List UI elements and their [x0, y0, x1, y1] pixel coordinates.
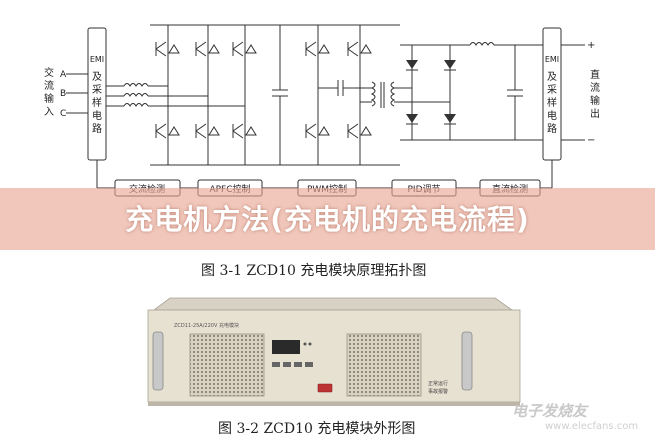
device-side-label-1: 正常运行 — [428, 380, 448, 387]
emi-right-4: 电 — [547, 109, 557, 122]
output-label-2: 流 — [590, 81, 600, 94]
output-label-1: 直 — [590, 68, 600, 81]
left-vent — [189, 333, 265, 397]
emi-right-3: 样 — [547, 96, 557, 109]
title-banner — [0, 188, 655, 250]
left-handle — [152, 331, 164, 391]
figure-caption-2: 图 3-2 ZCD10 充电模块外形图 — [218, 421, 416, 437]
right-vent — [346, 333, 422, 397]
emi-left-1: 及 — [92, 71, 102, 83]
output-label-3: 输 — [590, 94, 600, 107]
watermark-url: www.elecfans.com — [545, 421, 639, 432]
figure-caption-1: 图 3-1 ZCD10 充电模块原理拓扑图 — [201, 263, 427, 279]
input-label-1: 交 — [44, 66, 54, 79]
power-switch — [317, 383, 333, 393]
phase-b: B — [60, 89, 66, 99]
watermark-logo: 电子发烧友 — [512, 402, 588, 420]
device-model-label: ZCD11-25A/220V 充电模块 — [174, 322, 239, 329]
emi-left-5: 路 — [92, 122, 102, 135]
emi-right-5: 路 — [547, 122, 557, 135]
output-label-4: 出 — [590, 107, 600, 120]
device-photo: ZCD11-25A/220V 充电模块 正常运行 事故报警 — [147, 297, 521, 406]
device-side-label-2: 事故报警 — [428, 388, 448, 395]
emi-left-4: 电 — [92, 109, 102, 122]
phase-c: C — [60, 109, 66, 119]
emi-left-3: 样 — [92, 96, 102, 109]
input-label-4: 入 — [44, 107, 54, 118]
phase-a: A — [60, 70, 67, 80]
minus-terminal: − — [587, 135, 595, 146]
plus-terminal: + — [587, 40, 595, 51]
right-handle — [461, 331, 473, 391]
input-label-3: 输 — [44, 92, 54, 105]
emi-right-0: EMI — [545, 55, 559, 64]
emi-left-0: EMI — [90, 55, 104, 64]
display-screen — [272, 340, 300, 354]
banner-title: 充电机方法(充电机的充电流程) — [125, 203, 530, 236]
emi-right-1: 及 — [547, 71, 557, 83]
input-label-2: 流 — [44, 79, 54, 92]
emi-left-2: 采 — [92, 84, 102, 96]
topology-schematic: 交 流 输 入 A B C EMI 及 采 样 电 路 EMI 及 采 样 电 … — [44, 24, 600, 197]
emi-right-2: 采 — [547, 84, 557, 96]
